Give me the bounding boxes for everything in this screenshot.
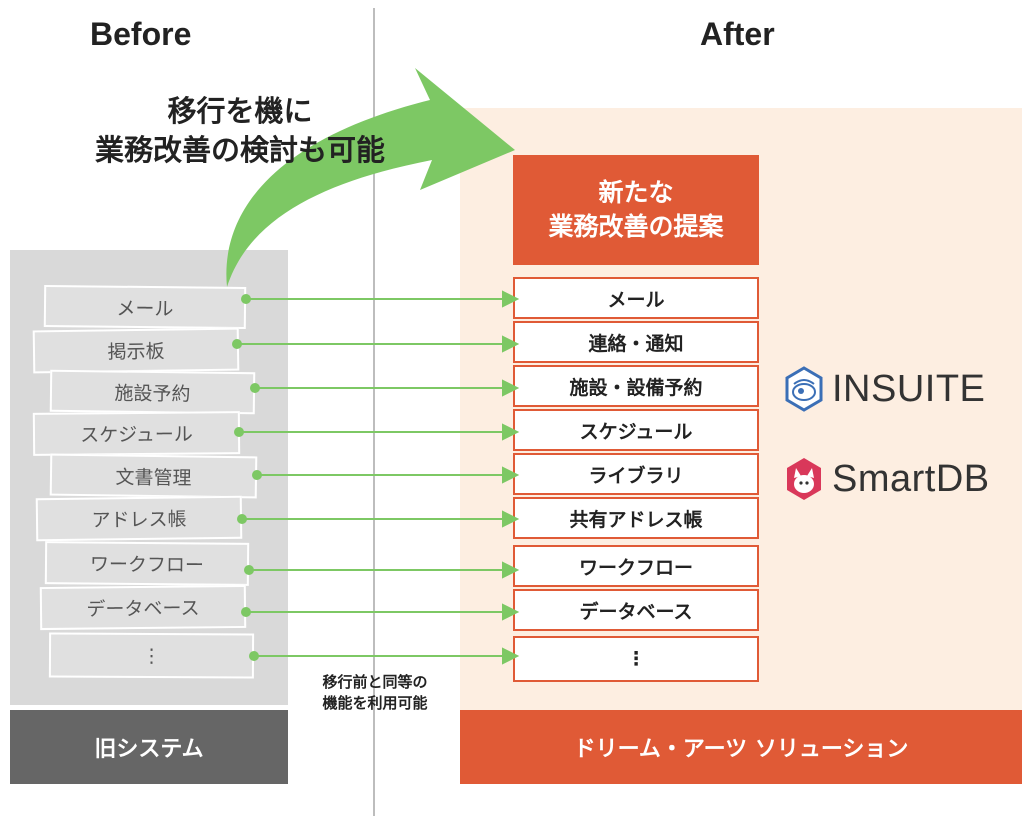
- connector-dot-more: [249, 651, 259, 661]
- connector-head-address: [502, 510, 520, 528]
- migration-caption-line2: 業務改善の検討も可能: [94, 133, 385, 168]
- connector-dot-schedule: [234, 427, 244, 437]
- smartdb-logo: SmartDB: [782, 454, 990, 504]
- insuite-logo-icon: [785, 366, 823, 412]
- new-cell-facility-booking: 施設・設備予約: [513, 365, 759, 407]
- new-cell-library: ライブラリ: [513, 453, 759, 495]
- migration-arrow-shape: [226, 68, 515, 287]
- connector-head-facility: [502, 379, 520, 397]
- new-solution-footer: ドリーム・アーツ ソリューション: [460, 710, 1022, 784]
- migration-caption-line1: 移行を機に: [167, 94, 313, 128]
- connector-head-document: [502, 466, 520, 484]
- after-heading: After: [700, 16, 775, 52]
- equivalence-note-line2: 機能を利用可能: [322, 694, 428, 712]
- insuite-logo-text: INSUITE: [832, 367, 986, 410]
- connector-head-bulletin: [502, 335, 520, 353]
- proposal-line2: 業務改善の提案: [548, 212, 724, 241]
- connector-head-workflow: [502, 561, 520, 579]
- smartdb-logo-text: SmartDB: [832, 457, 990, 500]
- equivalence-note: 移行前と同等の 機能を利用可能: [300, 672, 450, 714]
- connector-dot-document: [252, 470, 262, 480]
- connector-dot-address: [237, 514, 247, 524]
- connector-head-schedule: [502, 423, 520, 441]
- connector-dot-mail: [241, 294, 251, 304]
- new-cell-workflow: ワークフロー: [513, 545, 759, 587]
- connector-head-more: [502, 647, 520, 665]
- insuite-logo: INSUITE: [782, 364, 985, 414]
- new-cell-database: データベース: [513, 589, 759, 631]
- old-system-footer: 旧システム: [10, 710, 288, 784]
- connector-dot-workflow: [244, 565, 254, 575]
- new-cell-more: ⋮: [513, 636, 759, 682]
- new-cell-shared-address-book: 共有アドレス帳: [513, 497, 759, 539]
- proposal-line1: 新たな: [598, 178, 674, 208]
- new-cell-schedule: スケジュール: [513, 409, 759, 451]
- smartdb-logo-icon: [787, 458, 821, 500]
- connector-dot-facility: [250, 383, 260, 393]
- connector-head-mail: [502, 290, 520, 308]
- migration-arrow-caption: 移行を機に 業務改善の検討も可能: [80, 92, 400, 170]
- equivalence-note-line1: 移行前と同等の: [322, 673, 428, 691]
- connector-dot-database: [241, 607, 251, 617]
- center-divider: [373, 8, 375, 816]
- connector-head-database: [502, 603, 520, 621]
- new-cell-mail: メール: [513, 277, 759, 319]
- proposal-box: 新たな 業務改善の提案: [513, 155, 759, 265]
- before-heading: Before: [90, 16, 192, 52]
- connector-dot-bulletin: [232, 339, 242, 349]
